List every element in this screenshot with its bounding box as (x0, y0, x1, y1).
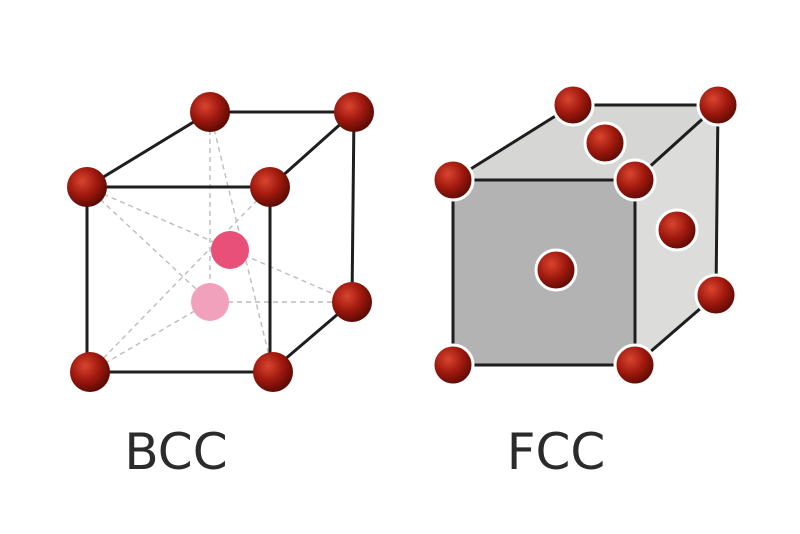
bcc-corner-atom (332, 282, 372, 322)
bcc-corner-atom (334, 92, 374, 132)
fcc-front-face-atom (534, 248, 578, 292)
bcc-edge (85, 110, 212, 189)
bcc-corner-atom (250, 167, 290, 207)
bcc-edge (350, 110, 356, 304)
fcc-corner-atom (694, 273, 738, 317)
fcc-label: FCC (507, 423, 606, 481)
bcc-body-center-atom-back (191, 283, 229, 321)
bcc-corner-atom (190, 92, 230, 132)
fcc-unit-cell: FCC (431, 83, 740, 481)
bcc-body-center-atom (211, 231, 249, 269)
fcc-corner-atom (696, 83, 740, 127)
bcc-corner-atom (70, 352, 110, 392)
bcc-corner-atom (253, 352, 293, 392)
bcc-front-face (85, 185, 272, 374)
fcc-top-face-atom (583, 121, 627, 165)
fcc-corner-atom (613, 343, 657, 387)
fcc-corner-atom (431, 158, 475, 202)
fcc-corner-atom (551, 83, 595, 127)
fcc-side-face-atom (655, 208, 699, 252)
bcc-corner-atom (67, 167, 107, 207)
fcc-corner-atom (431, 343, 475, 387)
bcc-label: BCC (124, 423, 227, 481)
bcc-unit-cell: BCC (67, 92, 374, 481)
fcc-corner-atom (613, 158, 657, 202)
